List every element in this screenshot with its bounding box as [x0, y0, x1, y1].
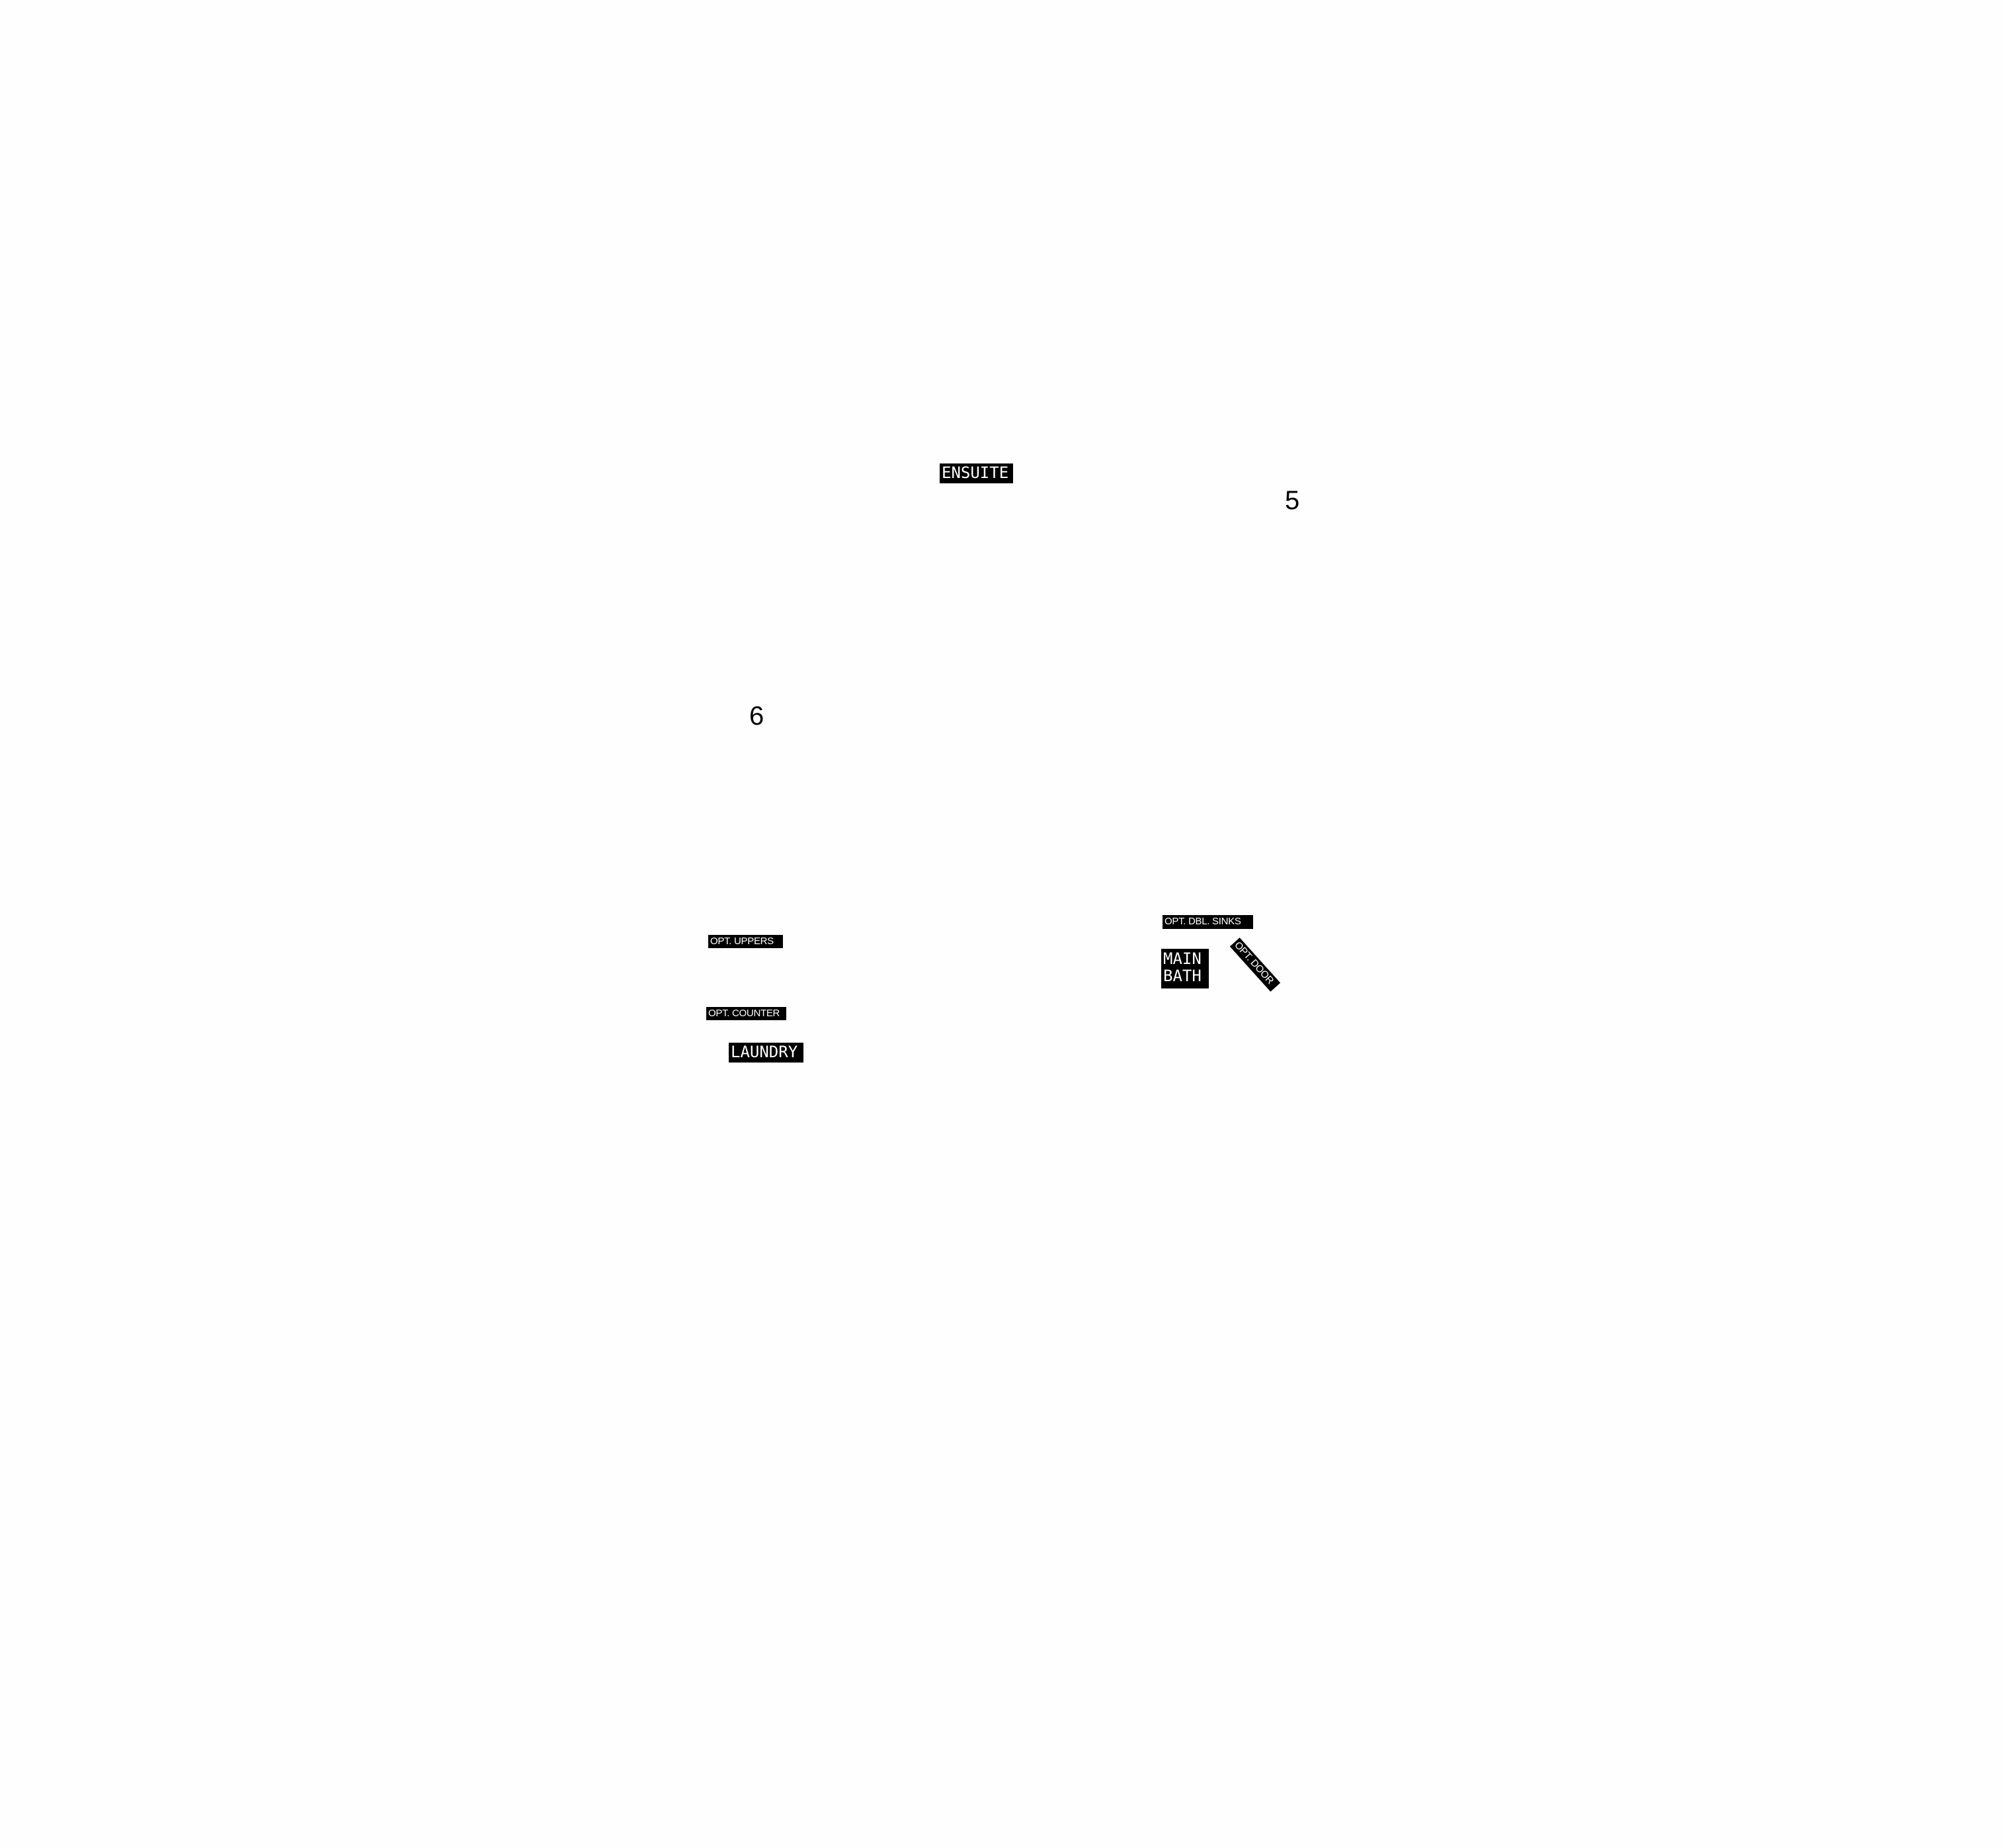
room-number-5: 5	[1285, 486, 1300, 515]
label-opt-counter: OPT. COUNTER	[706, 1007, 786, 1020]
label-opt-dbl-sinks: OPT. DBL. SINKS	[1163, 915, 1253, 929]
label-laundry: LAUNDRY	[729, 1043, 803, 1063]
label-main-bath-line1: MAIN	[1163, 949, 1202, 968]
room-number-6: 6	[749, 702, 764, 731]
label-ensuite: ENSUITE	[940, 463, 1013, 483]
label-opt-uppers: OPT. UPPERS	[708, 935, 783, 948]
label-main-bath-line2: BATH	[1163, 967, 1202, 985]
label-main-bath: MAIN BATH	[1161, 949, 1209, 988]
label-opt-door: OPT. DOOR	[1229, 938, 1281, 992]
